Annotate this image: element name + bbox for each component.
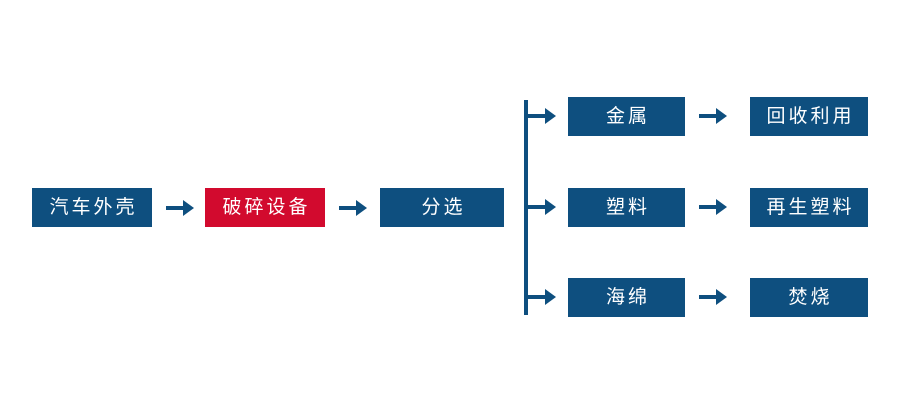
node-regenerated-plastic[interactable]: 再生塑料 — [750, 188, 868, 227]
node-sponge[interactable]: 海绵 — [568, 278, 685, 317]
right-arrow-icon-bus-to-sponge — [528, 288, 556, 306]
node-incineration[interactable]: 焚烧 — [750, 278, 868, 317]
arrow-shaft — [528, 295, 547, 299]
arrow-head — [545, 108, 556, 124]
arrow-shaft — [699, 295, 718, 299]
arrow-head — [545, 199, 556, 215]
node-crusher[interactable]: 破碎设备 — [205, 188, 325, 227]
right-arrow-icon-bus-to-plastic — [528, 198, 556, 216]
node-metal[interactable]: 金属 — [568, 97, 685, 136]
arrow-head — [545, 289, 556, 305]
arrow-head — [716, 289, 727, 305]
vertical-split-bus-icon — [524, 100, 528, 315]
arrow-shaft — [166, 206, 185, 210]
arrow-shaft — [699, 205, 718, 209]
right-arrow-icon-metal-to-recycle — [699, 107, 727, 125]
arrow-shaft — [528, 205, 547, 209]
right-arrow-icon-crusher-to-sorting — [339, 199, 367, 217]
node-recycle-reuse[interactable]: 回收利用 — [750, 97, 868, 136]
node-shell[interactable]: 汽车外壳 — [32, 188, 152, 227]
right-arrow-icon-shell-to-crusher — [166, 199, 194, 217]
arrow-head — [356, 200, 367, 216]
arrow-shaft — [528, 114, 547, 118]
arrow-shaft — [339, 206, 358, 210]
arrow-head — [183, 200, 194, 216]
right-arrow-icon-sponge-to-incineration — [699, 288, 727, 306]
arrow-shaft — [699, 114, 718, 118]
node-plastic[interactable]: 塑料 — [568, 188, 685, 227]
arrow-head — [716, 108, 727, 124]
right-arrow-icon-bus-to-metal — [528, 107, 556, 125]
right-arrow-icon-plastic-to-regenerated — [699, 198, 727, 216]
arrow-head — [716, 199, 727, 215]
node-sorting[interactable]: 分选 — [380, 188, 504, 227]
